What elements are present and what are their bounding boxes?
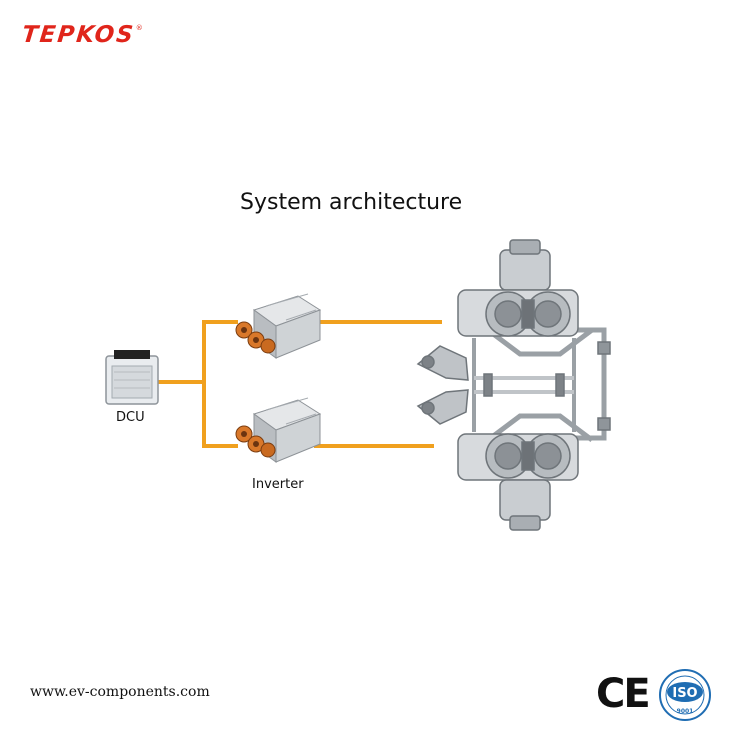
connector-lines (156, 320, 442, 448)
iso-9001-seal: ISO 9001 (659, 669, 711, 721)
brand-logo: TEPKOS ® (21, 22, 143, 48)
website-url: www.ev-components.com (30, 684, 210, 700)
ce-mark: CE (596, 671, 651, 717)
dcu-controller-icon (105, 350, 159, 405)
inverter-icon (235, 293, 322, 359)
inverter-label: Inverter (252, 477, 304, 492)
inverter-icon (235, 397, 322, 463)
iso-text: ISO (672, 686, 697, 701)
iso-number: 9001 (677, 708, 694, 715)
diagram-title: System architecture (240, 190, 463, 215)
drive-axle-assembly-icon (416, 239, 611, 531)
registered-mark: ® (135, 24, 143, 32)
dcu-label: DCU (116, 410, 145, 425)
